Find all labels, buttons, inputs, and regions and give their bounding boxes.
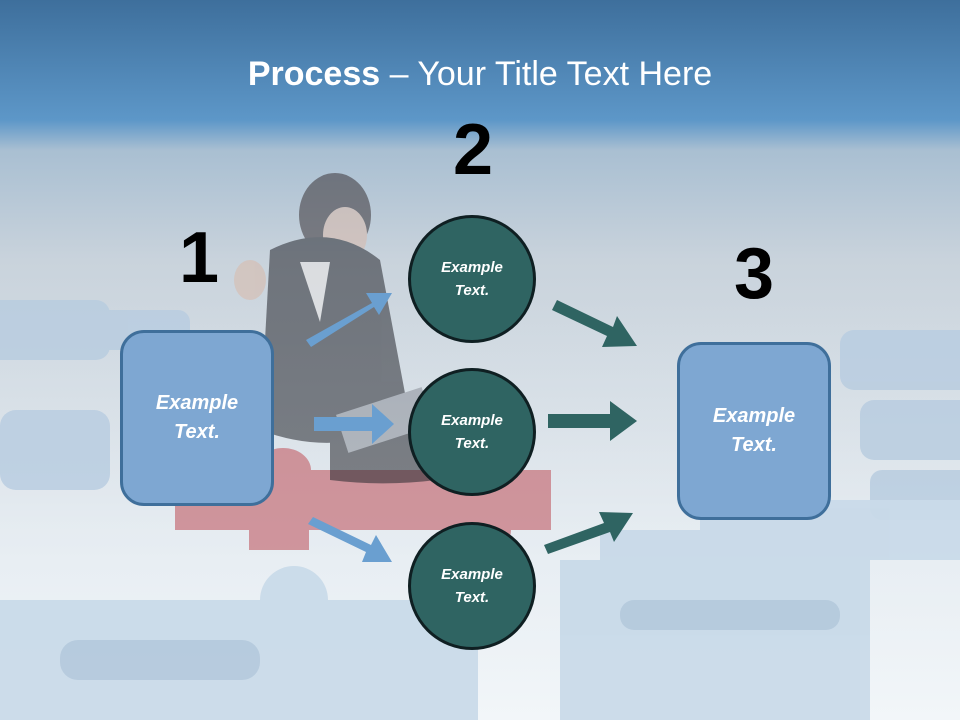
circle-bottom-text-line-2: Text. <box>454 589 490 606</box>
step-1-box: Example Text. <box>120 330 274 506</box>
step-1-text-line-1: Example <box>155 392 239 414</box>
title-rest: – Your Title Text Here <box>380 55 713 93</box>
arrow-left-middle <box>314 404 394 444</box>
title-bold: Process <box>247 55 381 93</box>
step-2-circle-bottom: Example Text. <box>408 522 536 650</box>
circle-top-text-line-2: Text. <box>454 282 490 299</box>
step-number-1: 1 <box>178 218 220 298</box>
step-3-box: Example Text. <box>677 342 831 520</box>
arrow-right-lower <box>544 512 633 554</box>
circle-middle-text-line-1: Example <box>441 412 503 429</box>
circle-top-text-line-1: Example <box>441 259 503 276</box>
step-3-text-line-1: Example <box>712 405 796 427</box>
arrow-left-upper <box>306 293 392 347</box>
slide-title: Process – Your Title Text Here <box>0 52 960 96</box>
arrow-right-upper <box>552 300 637 347</box>
step-number-2: 2 <box>452 110 494 190</box>
step-2-circle-middle: Example Text. <box>408 368 536 496</box>
step-2-circle-top: Example Text. <box>408 215 536 343</box>
step-number-3: 3 <box>733 234 775 314</box>
circle-bottom-text-line-1: Example <box>441 566 503 583</box>
step-1-text-line-2: Text. <box>174 421 220 443</box>
arrow-left-lower <box>308 517 392 562</box>
step-3-text-line-2: Text. <box>731 434 777 456</box>
circle-middle-text-line-2: Text. <box>454 435 490 452</box>
arrow-right-middle <box>548 401 637 441</box>
